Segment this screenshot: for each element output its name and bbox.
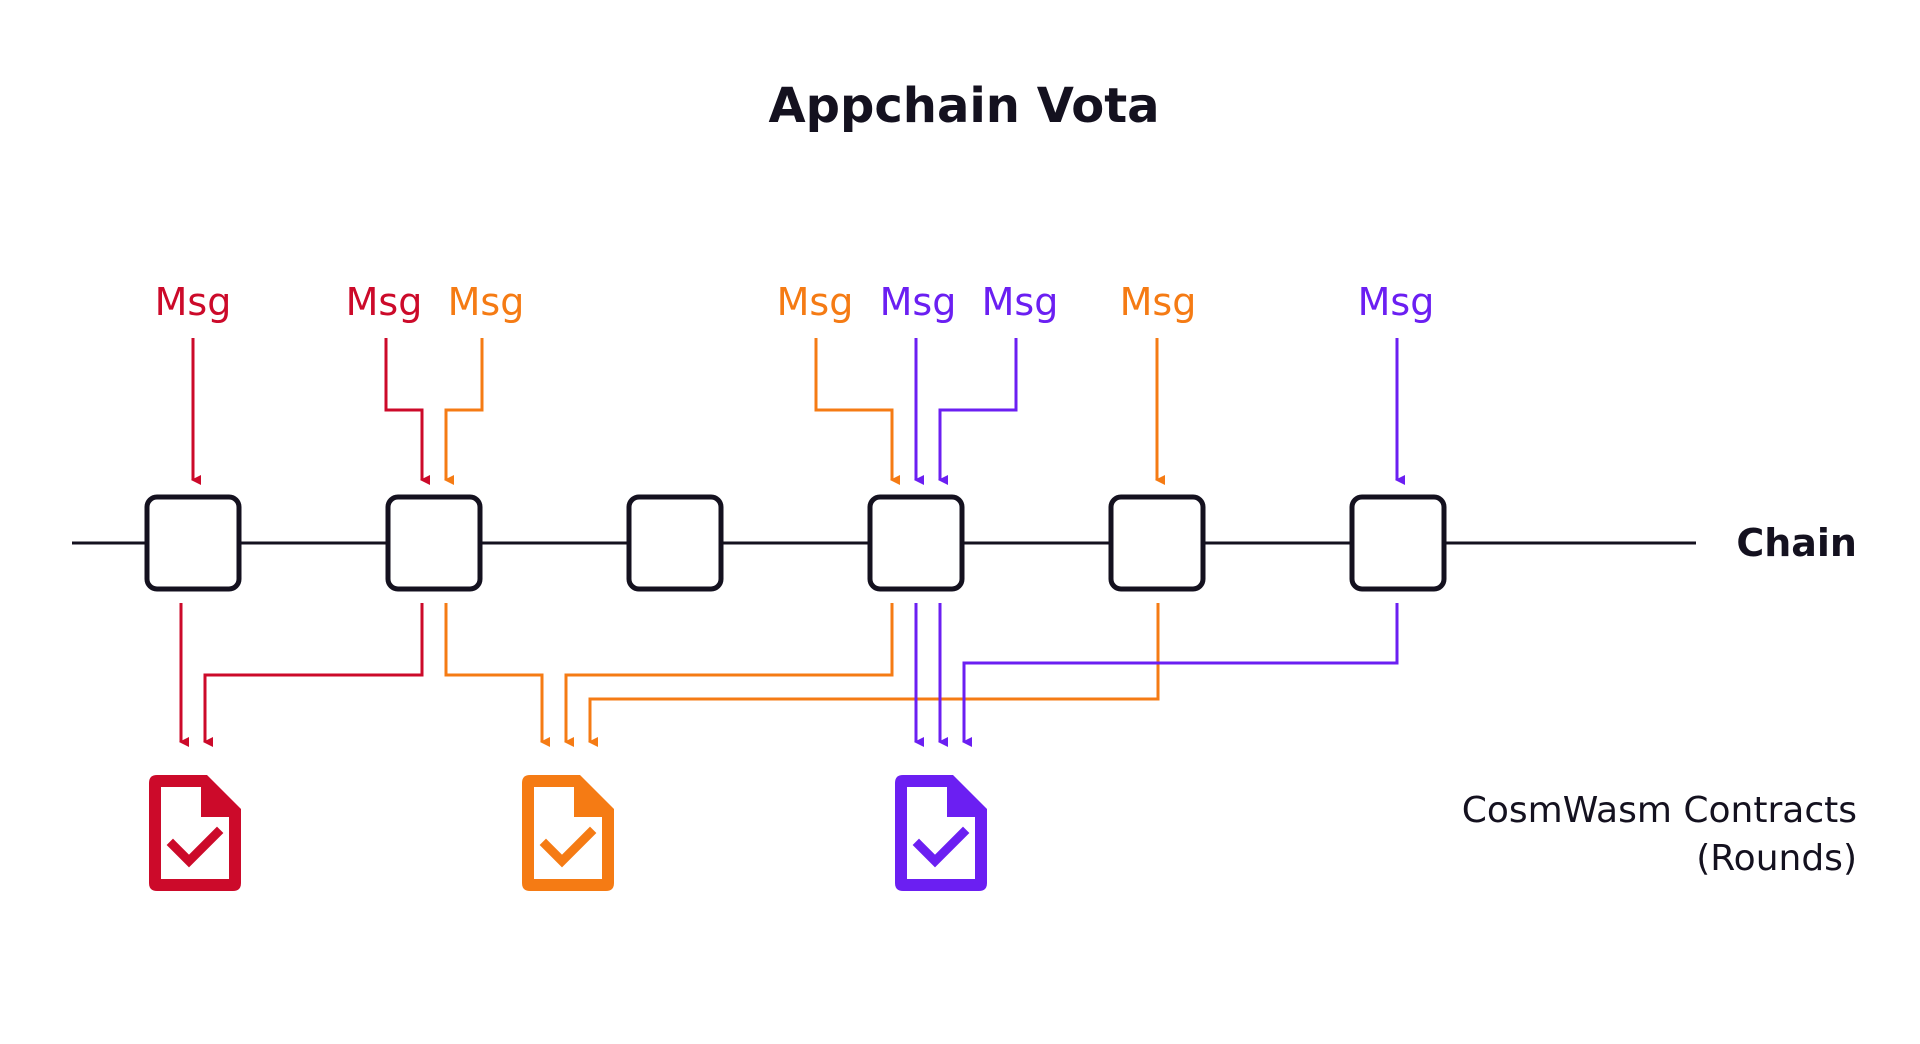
arrow-msg-to-block-2 (444, 338, 484, 485)
chain-block (144, 494, 242, 592)
document-check-icon (149, 775, 241, 891)
contracts-label-line-2: (Rounds) (1696, 838, 1857, 879)
arrow-msg-to-block-2 (384, 338, 430, 485)
contracts-label-line-1: CosmWasm Contracts (1462, 790, 1857, 831)
msg-label: Msg (777, 280, 854, 324)
msg-label: Msg (1120, 280, 1197, 324)
arrow-block-2-to-orange-contract (444, 603, 550, 747)
arrow-block-2-to-red-contract (203, 603, 424, 747)
msg-label: Msg (346, 280, 423, 324)
arrow-block-5-to-orange-contract (588, 603, 1160, 747)
chain-block (385, 494, 483, 592)
chain-label: Chain (1736, 521, 1857, 565)
incoming-arrows (191, 338, 1405, 485)
chain-block (1349, 494, 1447, 592)
document-check-icon (895, 775, 987, 891)
msg-label: Msg (1358, 280, 1435, 324)
arrow-block-6-to-purple-contract (962, 603, 1399, 747)
arrow-msg-to-block-4 (938, 338, 1018, 485)
chain-block (867, 494, 965, 592)
arrow-msg-to-block-4 (814, 338, 900, 485)
msg-label: Msg (448, 280, 525, 324)
chain-block (1108, 494, 1206, 592)
diagram-title: Appchain Vota (768, 78, 1159, 134)
msg-label: Msg (982, 280, 1059, 324)
blocks (144, 494, 1447, 592)
document-check-icon (522, 775, 614, 891)
msg-label: Msg (880, 280, 957, 324)
chain-block (626, 494, 724, 592)
msg-label: Msg (155, 280, 232, 324)
arrow-block-4-to-orange-contract (564, 603, 894, 747)
outgoing-arrows (179, 603, 1399, 747)
